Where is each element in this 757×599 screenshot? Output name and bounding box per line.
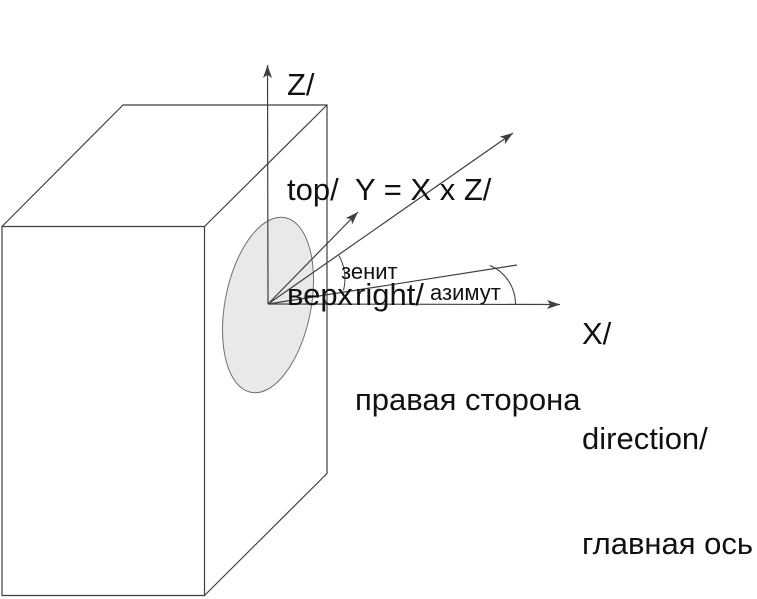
azimuth-projection-line <box>267 264 518 305</box>
box-outline <box>1 104 328 597</box>
y-axis-arrow <box>267 132 514 305</box>
x-axis-arrow <box>267 299 561 309</box>
zenith-angle-label: зенит <box>341 259 398 284</box>
direction-vector-arrow <box>267 211 359 305</box>
zenith-angle-arc <box>338 255 346 291</box>
axes <box>263 64 561 309</box>
z-axis-arrow <box>263 64 273 305</box>
y-axis-label-line2: right/ <box>355 277 424 312</box>
box-top-left-depth-edge <box>1 104 124 228</box>
z-axis-label-line3: верх <box>287 277 353 312</box>
x-axis-label-line3: главная ось <box>582 526 754 561</box>
azimuth-angle-label: азимут <box>430 280 501 305</box>
box-bottom-depth-edge <box>203 472 328 597</box>
x-axis-label-line1: X/ <box>582 316 612 351</box>
angle-arcs <box>338 255 516 305</box>
azimuth-angle-arc <box>489 265 516 305</box>
y-axis-label-line3: правая сторона <box>355 382 581 417</box>
box-top-right-depth-edge <box>203 104 328 228</box>
x-axis-label: X/ direction/ главная ось <box>582 246 753 599</box>
z-axis-label-line1: Z/ <box>287 67 315 102</box>
speaker-cone-ellipse <box>222 216 314 394</box>
x-axis-label-line2: direction/ <box>582 421 708 456</box>
y-axis-label-line1: Y = X x Z/ <box>355 172 492 207</box>
y-axis-label: Y = X x Z/ right/ правая сторона <box>355 102 580 487</box>
z-axis-label: Z/ top/ верх <box>287 0 353 382</box>
z-axis-label-line2: top/ <box>287 172 339 207</box>
